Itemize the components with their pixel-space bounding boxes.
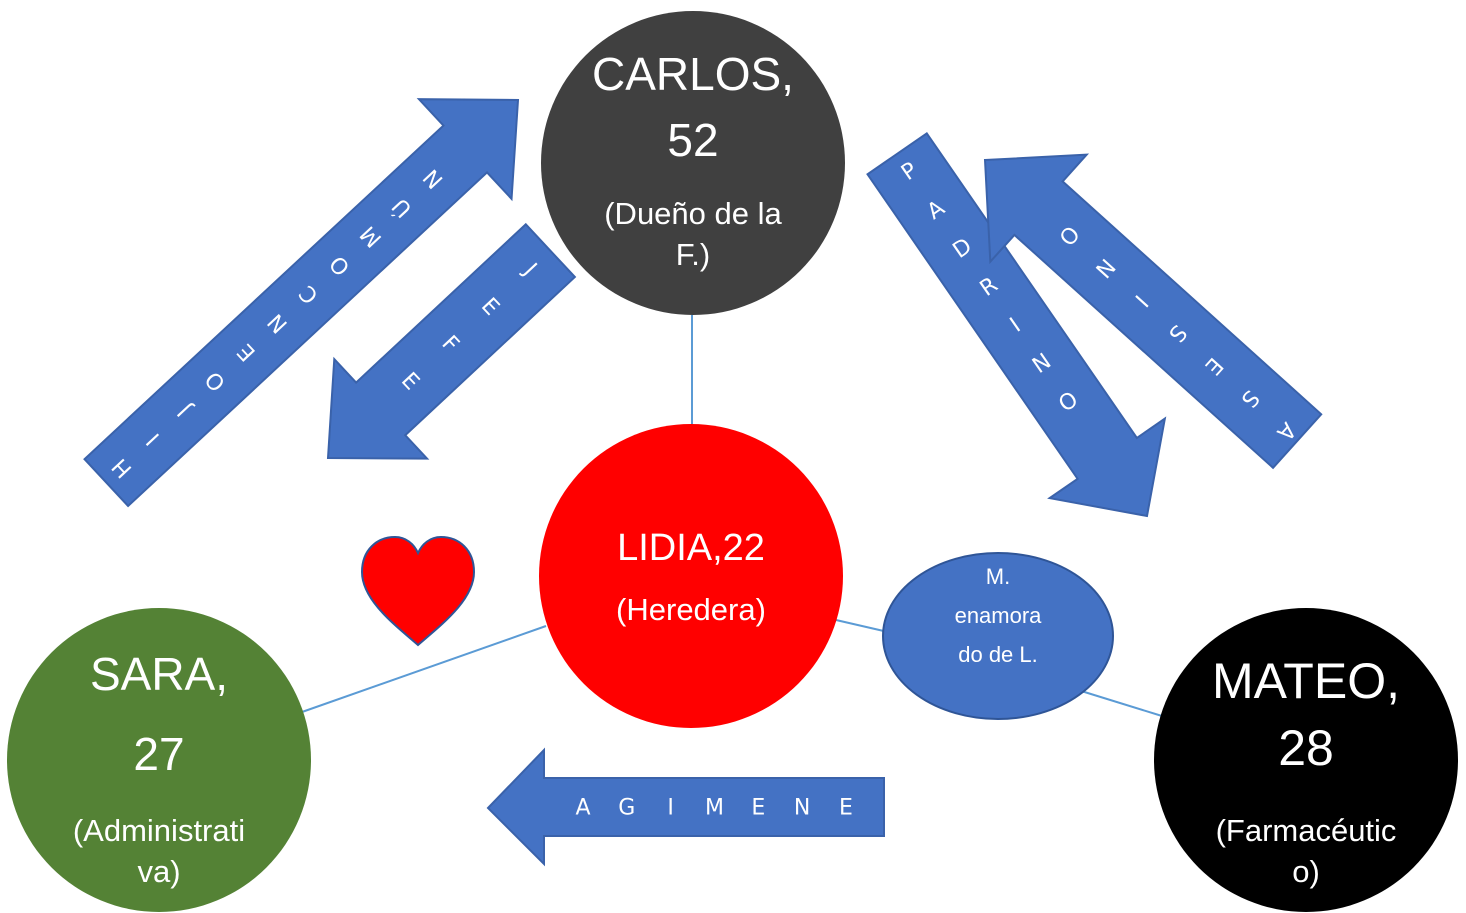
arrow-enemiga-letter: E [751, 796, 765, 821]
node-sara-role-line-1: (Administrati [73, 813, 245, 848]
node-mateo-love-line-1: M. [986, 564, 1010, 589]
arrow-hijo-en-comun-shape [83, 98, 520, 508]
node-carlos-circle [541, 11, 845, 315]
node-carlos: CARLOS, 52 (Dueño de la F.) [541, 11, 845, 315]
node-mateo-role-line-1: (Farmacéutic [1216, 813, 1397, 848]
arrow-enemiga-letter: G [618, 796, 635, 821]
arrow-enemiga-letter: E [839, 796, 853, 821]
node-carlos-age: 52 [667, 114, 718, 166]
node-carlos-role-line-2: F.) [676, 237, 710, 272]
arrow-enemiga-shape [486, 747, 885, 867]
node-lidia-circle [539, 424, 843, 728]
node-mateo-name: MATEO, [1212, 653, 1400, 709]
node-sara: SARA, 27 (Administrati va) [7, 608, 311, 912]
connectors [301, 315, 1163, 717]
connector-lidia-mateo-love [835, 619, 889, 633]
node-mateo-love-ellipse [882, 552, 1114, 720]
arrow-jefe-shape [326, 222, 577, 460]
node-mateo-love: M. enamora do de L. [882, 552, 1114, 720]
node-lidia: LIDIA,22 (Heredera) [539, 424, 843, 728]
node-mateo-love-line-2: enamora [955, 603, 1043, 628]
node-mateo: MATEO, 28 (Farmacéutic o) [1154, 608, 1458, 912]
node-sara-role-line-2: va) [137, 854, 180, 889]
node-mateo-love-line-3: do de L. [958, 642, 1038, 667]
connector-mateo-love-mateo [1077, 689, 1163, 717]
node-sara-name: SARA, [90, 648, 228, 700]
node-sara-circle [7, 608, 311, 912]
arrow-enemiga-letter: N [794, 796, 810, 821]
arrow-padrino-shape [866, 131, 1167, 518]
connector-sara-lidia [301, 625, 547, 713]
node-mateo-age: 28 [1278, 720, 1334, 776]
node-sara-age: 27 [133, 728, 184, 780]
arrow-enemiga-letter: A [575, 796, 590, 821]
heart-icon [360, 535, 476, 647]
heart-shape [360, 535, 476, 647]
node-lidia-role: (Heredera) [616, 592, 766, 627]
arrow-asesino-shape [983, 153, 1323, 470]
arrow-enemiga-letter: M [705, 796, 724, 821]
node-mateo-role-line-2: o) [1292, 854, 1320, 889]
node-carlos-role-line-1: (Dueño de la [604, 196, 782, 231]
node-lidia-name: LIDIA,22 [617, 527, 765, 569]
node-mateo-circle [1154, 608, 1458, 912]
node-carlos-name: CARLOS, [592, 48, 794, 100]
arrow-enemiga-letter: I [667, 796, 674, 821]
